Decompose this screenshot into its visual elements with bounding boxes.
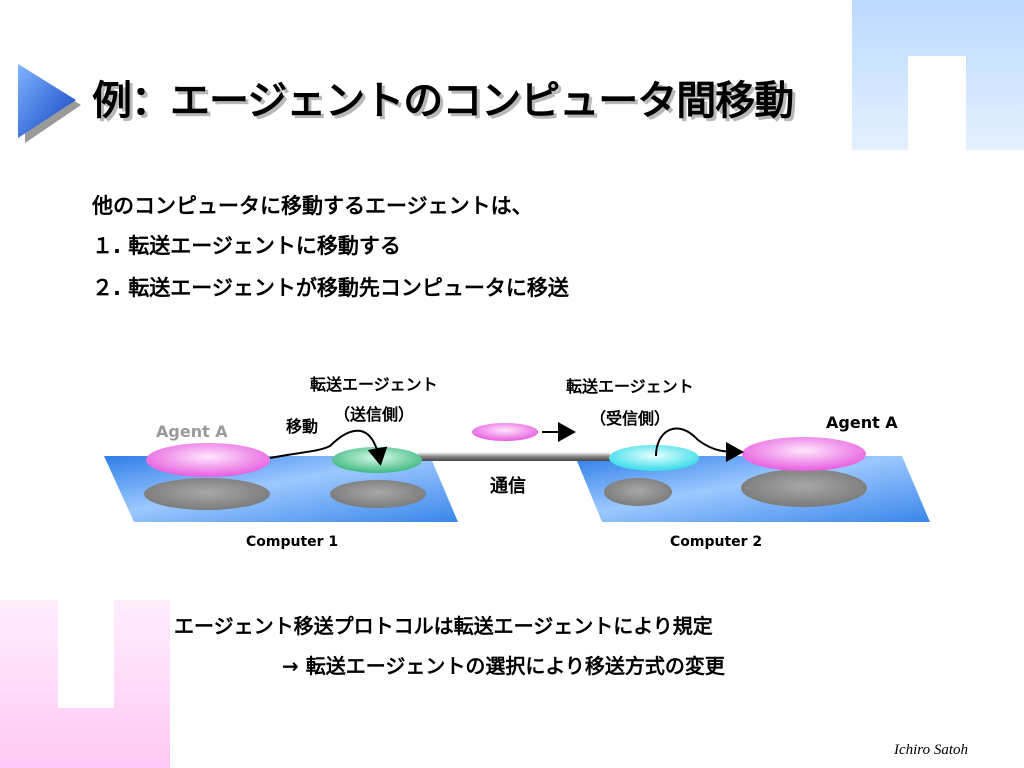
title-arrow-icon <box>18 64 81 143</box>
computer2-slot-left <box>604 478 672 506</box>
move-label: 移動 <box>286 417 318 436</box>
left-agent-a <box>146 443 270 477</box>
author-name: Ichiro Satoh <box>893 742 968 758</box>
sender-label-line2: （送信側） <box>334 405 414 424</box>
corner-decoration-top-right-inner <box>908 56 966 150</box>
body-line-1: 他のコンピュータに移動するエージェントは、 <box>92 194 533 218</box>
right-agent-label: Agent A <box>826 413 898 432</box>
move-arrow-2 <box>655 427 744 462</box>
footer-line-1: エージェント移送プロトコルは転送エージェントにより規定 <box>174 614 713 638</box>
migrating-agent <box>472 423 538 441</box>
receiver-label-line1: 転送エージェント <box>566 377 694 396</box>
right-agent-a <box>742 437 866 471</box>
slide-title: 例：エージェントのコンピュータ間移動 <box>92 78 794 124</box>
body-line-2: １. 転送エージェントに移動する <box>92 234 401 258</box>
footer-line-2: → 転送エージェントの選択により移送方式の変更 <box>282 654 725 678</box>
computer1-slot-right <box>330 480 426 508</box>
comm-label: 通信 <box>490 475 526 497</box>
move-arrow-1 <box>269 429 388 466</box>
left-agent-label: Agent A <box>156 422 228 441</box>
receiver-label-line2: （受信側） <box>590 409 670 428</box>
network-cable <box>418 452 610 461</box>
computer1-slot-left <box>144 478 270 510</box>
computer1-label: Computer 1 <box>246 534 338 550</box>
computer2-slot-right <box>741 469 867 507</box>
sender-label-line1: 転送エージェント <box>310 375 438 394</box>
body-line-3: ２. 転送エージェントが移動先コンピュータに移送 <box>92 276 569 300</box>
receiver-transfer-agent <box>609 445 699 471</box>
computer2-label: Computer 2 <box>670 534 762 550</box>
corner-decoration-bottom-left-inner <box>58 600 114 708</box>
